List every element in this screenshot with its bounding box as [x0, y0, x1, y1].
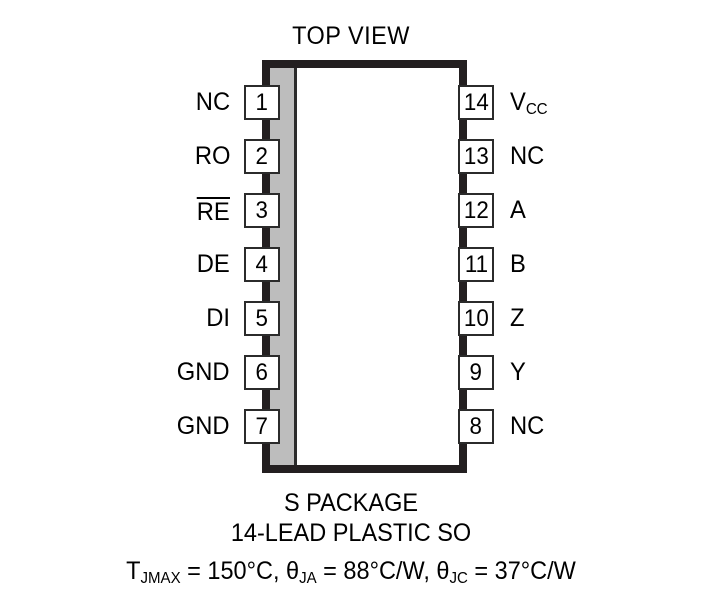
- pin-row-right-10: 10 Z: [458, 301, 690, 336]
- pin-number-6: 6: [255, 358, 269, 386]
- pin-number-14: 14: [463, 88, 489, 116]
- thermal-specs-line: TJMAX = 150°C, θJA = 88°C/W, θJC = 37°C/…: [21, 556, 681, 590]
- pin-number-7: 7: [255, 412, 269, 440]
- pin-label-5: DI: [206, 304, 230, 332]
- pin-number-10: 10: [463, 304, 489, 332]
- pin-box-11[interactable]: 11: [458, 247, 494, 282]
- pin-row-right-13: 13 NC: [458, 139, 690, 174]
- pin-row-right-8: 8 NC: [458, 409, 690, 444]
- pin-box-14[interactable]: 14: [458, 85, 494, 120]
- page-title: TOP VIEW: [292, 22, 410, 50]
- pin-label-2: RO: [194, 142, 230, 170]
- pin-box-7[interactable]: 7: [244, 409, 280, 444]
- pin-label-1: NC: [195, 88, 230, 116]
- pin-row-left-4: DE 4: [60, 247, 280, 282]
- caption-block: S PACKAGE 14-LEAD PLASTIC SO TJMAX = 150…: [0, 488, 702, 590]
- pin-box-12[interactable]: 12: [458, 193, 494, 228]
- pin-label-11: B: [510, 250, 526, 278]
- pin-row-left-5: DI 5: [60, 301, 280, 336]
- pin-label-13: NC: [510, 142, 545, 170]
- pin-label-6: GND: [177, 358, 230, 386]
- pin-label-7: GND: [177, 412, 230, 440]
- pin-number-12: 12: [463, 196, 489, 224]
- pin-box-9[interactable]: 9: [458, 355, 494, 390]
- pin-row-left-1: NC 1: [60, 85, 280, 120]
- pin-number-9: 9: [469, 358, 483, 386]
- pin-row-left-2: RO 2: [60, 139, 280, 174]
- pin-row-right-9: 9 Y: [458, 355, 690, 390]
- pin-label-9: Y: [510, 358, 526, 386]
- tjmax-subscript: JMAX: [140, 570, 181, 587]
- pin-number-8: 8: [469, 412, 483, 440]
- pin-row-left-7: GND 7: [60, 409, 280, 444]
- pin-row-left-3: RE 3: [60, 193, 280, 228]
- pin-label-8: NC: [510, 412, 545, 440]
- pin-box-8[interactable]: 8: [458, 409, 494, 444]
- theta-ja-symbol: θ: [286, 557, 300, 585]
- pin-number-2: 2: [255, 142, 269, 170]
- pin-row-right-12: 12 A: [458, 193, 690, 228]
- pin-label-3-overbar-text: RE: [197, 196, 230, 226]
- pin-row-right-14: 14 VCC: [458, 85, 690, 120]
- pin-box-4[interactable]: 4: [244, 247, 280, 282]
- pin-box-1[interactable]: 1: [244, 85, 280, 120]
- pin-box-6[interactable]: 6: [244, 355, 280, 390]
- theta-ja-value: = 88°C/W,: [316, 557, 437, 585]
- pin-row-right-11: 11 B: [458, 247, 690, 282]
- pin-number-4: 4: [255, 250, 269, 278]
- pin-label-3: RE: [197, 196, 230, 226]
- pin-box-13[interactable]: 13: [458, 139, 494, 174]
- pin-label-10: Z: [510, 304, 525, 332]
- pin-label-14: VCC: [510, 88, 548, 118]
- theta-jc-subscript: JC: [449, 570, 468, 587]
- pin-label-12: A: [510, 196, 526, 224]
- pin-number-3: 3: [255, 196, 269, 224]
- pin-number-13: 13: [463, 142, 489, 170]
- package-description-line: 14-LEAD PLASTIC SO: [230, 519, 472, 547]
- pin-box-3[interactable]: 3: [244, 193, 280, 228]
- tjmax-value: = 150°C,: [180, 557, 287, 585]
- theta-jc-value: = 37°C/W: [467, 557, 576, 585]
- pin-row-left-6: GND 6: [60, 355, 280, 390]
- pin-label-14-subscript: CC: [525, 101, 548, 118]
- pin-number-5: 5: [255, 304, 269, 332]
- pin-label-14-main: V: [510, 88, 526, 116]
- pin-box-10[interactable]: 10: [458, 301, 494, 336]
- theta-jc-symbol: θ: [436, 557, 450, 585]
- pin-box-2[interactable]: 2: [244, 139, 280, 174]
- package-name-line: S PACKAGE: [283, 489, 419, 517]
- pin-number-1: 1: [255, 88, 269, 116]
- package-body-outline: [262, 60, 467, 473]
- tjmax-symbol: T: [126, 557, 141, 585]
- pin-label-4: DE: [197, 250, 230, 278]
- theta-ja-subscript: JA: [299, 570, 317, 587]
- pin-number-11: 11: [464, 250, 488, 278]
- pin-box-5[interactable]: 5: [244, 301, 280, 336]
